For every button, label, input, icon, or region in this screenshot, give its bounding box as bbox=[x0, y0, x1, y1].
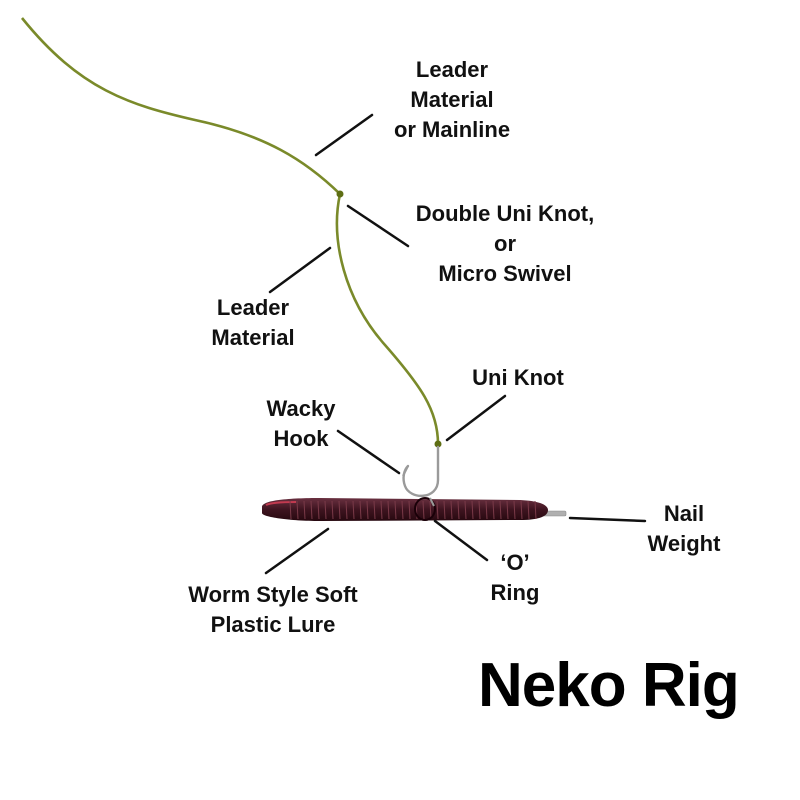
mainline bbox=[20, 17, 341, 195]
pointer-double-uni bbox=[346, 204, 410, 248]
worm-segment bbox=[478, 500, 481, 520]
label-line: Worm Style Soft bbox=[188, 582, 358, 607]
label-wacky-hook: Wacky Hook bbox=[246, 394, 356, 454]
worm-segment bbox=[408, 500, 411, 520]
double-uni-knot bbox=[336, 190, 344, 198]
worm-segment bbox=[303, 500, 306, 520]
label-line: Nail bbox=[663, 501, 705, 526]
worm-segment bbox=[289, 500, 292, 520]
worm-segment bbox=[352, 500, 355, 520]
worm-segment bbox=[373, 500, 376, 520]
worm-segment bbox=[429, 500, 432, 520]
worm-segment bbox=[506, 500, 509, 520]
worm-segment bbox=[366, 500, 369, 520]
label-nail-weight: Nail Weight bbox=[628, 499, 740, 559]
label-line: Uni Knot bbox=[472, 365, 564, 390]
worm-segment bbox=[401, 500, 404, 520]
wacky-hook bbox=[402, 445, 440, 497]
pointer-leader-mainline bbox=[314, 113, 374, 157]
worm-segment bbox=[296, 500, 299, 520]
label-o-ring: ‘O’ Ring bbox=[470, 548, 560, 608]
pointer-wacky-hook bbox=[336, 429, 401, 475]
worm-segment bbox=[387, 500, 390, 520]
worm-segment bbox=[450, 500, 453, 520]
label-leader-material: Leader Material bbox=[193, 293, 313, 353]
o-ring bbox=[414, 497, 436, 521]
worm-segments bbox=[289, 500, 537, 520]
worm-segment bbox=[513, 500, 516, 520]
worm-segment bbox=[443, 500, 446, 520]
label-line: Hook bbox=[273, 426, 329, 451]
label-worm-lure: Worm Style Soft Plastic Lure bbox=[168, 580, 378, 640]
label-line: Plastic Lure bbox=[210, 612, 336, 637]
label-line: ‘O’ bbox=[500, 550, 530, 575]
pointer-worm-lure bbox=[264, 527, 330, 575]
label-uni-knot: Uni Knot bbox=[458, 363, 578, 393]
pointer-uni-knot bbox=[445, 394, 507, 442]
label-line: Material bbox=[211, 325, 295, 350]
label-line: Weight bbox=[647, 531, 721, 556]
worm-segment bbox=[492, 500, 495, 520]
worm-segment bbox=[457, 500, 460, 520]
worm-segment bbox=[359, 500, 362, 520]
worm-segment bbox=[422, 500, 425, 520]
worm-lure bbox=[262, 498, 548, 521]
worm-segment bbox=[317, 500, 320, 520]
uni-knot bbox=[434, 440, 442, 448]
worm-segment bbox=[499, 500, 502, 520]
label-line: Double Uni Knot, bbox=[415, 201, 595, 226]
label-line: or Mainline bbox=[393, 117, 511, 142]
worm-segment bbox=[527, 500, 530, 520]
label-line: Leader bbox=[216, 295, 290, 320]
pointer-o-ring bbox=[433, 519, 489, 562]
label-line: Ring bbox=[490, 580, 540, 605]
worm-segment bbox=[485, 500, 488, 520]
pointer-nail-weight bbox=[568, 516, 647, 523]
worm-segment bbox=[520, 500, 523, 520]
worm-segment bbox=[380, 500, 383, 520]
label-line: Leader bbox=[415, 57, 489, 82]
diagram-title: Neko Rig bbox=[478, 651, 740, 720]
worm-segment bbox=[464, 500, 467, 520]
label-double-uni-knot: Double Uni Knot, or Micro Swivel bbox=[400, 199, 610, 289]
worm-segment bbox=[345, 500, 348, 520]
label-line: Micro Swivel bbox=[438, 261, 572, 286]
worm-segment bbox=[310, 500, 313, 520]
worm-segment bbox=[324, 500, 327, 520]
worm-segment bbox=[394, 500, 397, 520]
label-line: Wacky bbox=[266, 396, 336, 421]
worm-segment bbox=[471, 500, 474, 520]
label-line: or bbox=[494, 231, 516, 256]
worm-segment bbox=[534, 500, 537, 520]
leader-line bbox=[335, 193, 440, 445]
label-leader-mainline: Leader Material or Mainline bbox=[372, 55, 532, 145]
worm-segment bbox=[338, 500, 341, 520]
pointer-lines bbox=[264, 113, 647, 575]
worm-segment bbox=[331, 500, 334, 520]
label-line: Material bbox=[410, 87, 494, 112]
worm-segment bbox=[436, 500, 439, 520]
pointer-leader-material bbox=[268, 246, 332, 294]
